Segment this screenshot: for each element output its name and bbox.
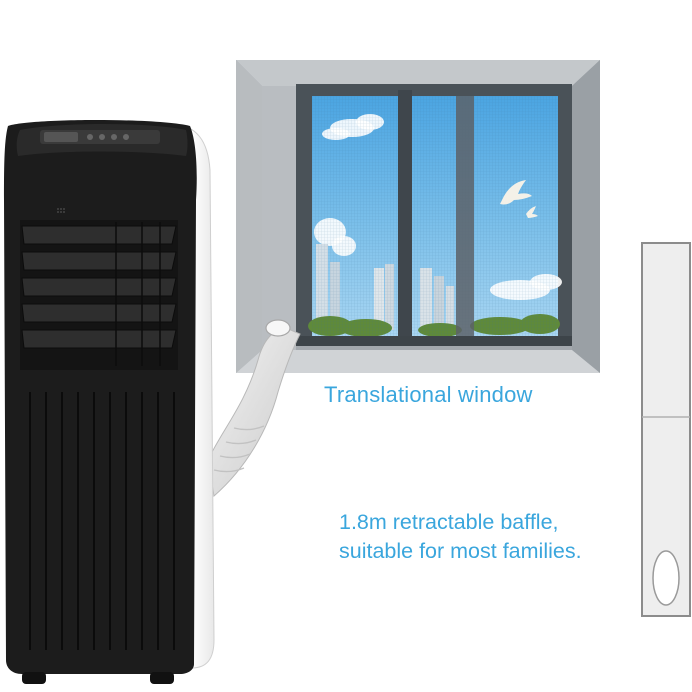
bird-icon: [500, 180, 538, 218]
window: [236, 60, 600, 373]
window-mullion: [398, 90, 412, 340]
display-screen: [44, 132, 78, 142]
control-button: [99, 134, 105, 140]
caption-baffle-line-1: 1.8m retractable baffle,: [339, 510, 559, 534]
sensor-dots: [57, 208, 65, 213]
caption-baffle-line-2: suitable for most families.: [339, 539, 582, 563]
portable-air-conditioner: [4, 120, 215, 684]
exhaust-hose: [207, 319, 301, 497]
caption-retractable-baffle: 1.8m retractable baffle, suitable for mo…: [339, 508, 582, 566]
baffle-hose-hole: [652, 550, 680, 606]
window-side-panel: [262, 86, 296, 350]
louvers: [21, 225, 177, 349]
window-slide-strip: [456, 96, 474, 336]
caption-translational-window: Translational window: [324, 382, 533, 407]
lower-vent-slats: [29, 392, 175, 650]
hose-window-adapter: [265, 319, 291, 337]
caster-wheels: [22, 672, 174, 684]
unit-body: [4, 120, 197, 674]
retractable-baffle: [641, 242, 691, 617]
control-button: [111, 134, 117, 140]
control-button: [87, 134, 93, 140]
control-button: [123, 134, 129, 140]
